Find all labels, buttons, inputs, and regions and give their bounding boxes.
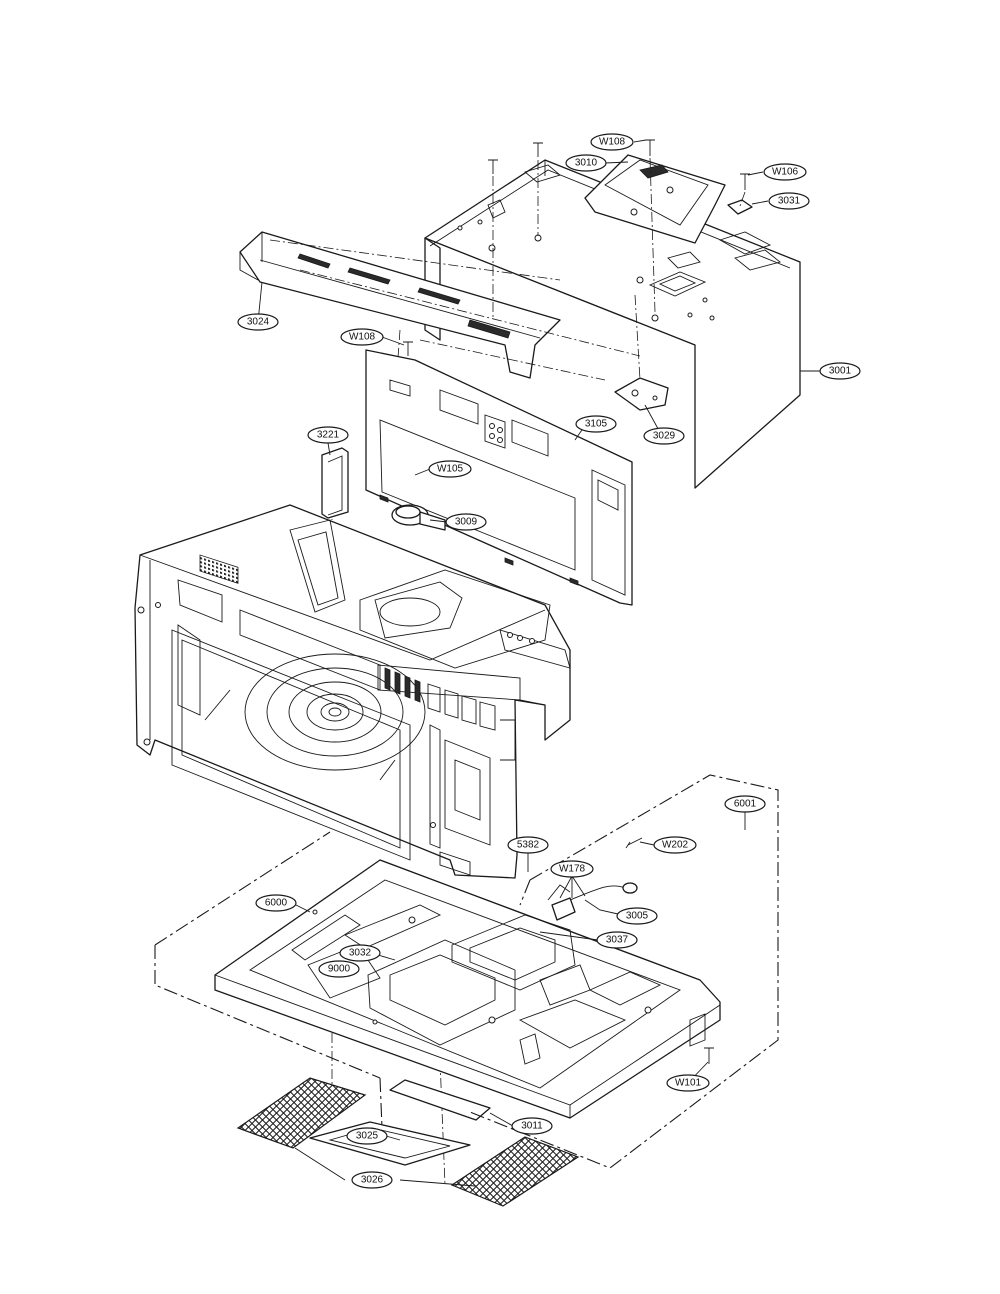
callout-w106: W106 bbox=[763, 163, 807, 181]
callout-3010: 3010 bbox=[565, 154, 607, 172]
callout-label: 3037 bbox=[606, 935, 629, 946]
base-plate-6000 bbox=[214, 859, 721, 1119]
callout-label: 3024 bbox=[247, 317, 270, 328]
callout-label: 3032 bbox=[349, 948, 372, 959]
callout-3011: 3011 bbox=[511, 1117, 553, 1135]
top-vent-3024 bbox=[239, 231, 561, 379]
callout-3037: 3037 bbox=[596, 931, 638, 949]
bracket-3031 bbox=[727, 199, 753, 215]
callout-w178: W178 bbox=[550, 860, 594, 878]
callout-label: 3001 bbox=[829, 366, 852, 377]
callout-label: 3025 bbox=[356, 1131, 379, 1142]
bracket-3029 bbox=[614, 377, 669, 411]
callout-label: 3010 bbox=[575, 158, 598, 169]
callout-label: 3005 bbox=[626, 911, 649, 922]
grease-filters-3026 bbox=[236, 1077, 580, 1207]
callout-label: W202 bbox=[662, 840, 689, 851]
callout-w108-mid: W108 bbox=[340, 328, 384, 346]
callout-label: 3011 bbox=[521, 1121, 543, 1132]
callout-label: W108 bbox=[349, 332, 376, 343]
callout-label: W108 bbox=[599, 137, 626, 148]
callout-label: 6000 bbox=[265, 898, 288, 909]
callout-label: W101 bbox=[675, 1078, 702, 1089]
callout-3032: 3032 bbox=[339, 944, 381, 962]
callout-3221: 3221 bbox=[307, 426, 349, 444]
callout-label: 9000 bbox=[328, 964, 351, 975]
callout-3025: 3025 bbox=[346, 1127, 388, 1145]
callout-w202: W202 bbox=[653, 836, 697, 854]
callout-w108-top: W108 bbox=[590, 133, 634, 151]
callout-w105: W105 bbox=[428, 460, 472, 478]
callout-3031: 3031 bbox=[768, 192, 810, 210]
main-cavity-chassis bbox=[134, 504, 571, 879]
callout-w101: W101 bbox=[666, 1074, 710, 1092]
callout-label: 5382 bbox=[517, 840, 540, 851]
callout-3026: 3026 bbox=[351, 1171, 393, 1189]
motor-3009 bbox=[391, 504, 446, 531]
callout-label: 3105 bbox=[585, 419, 608, 430]
callout-3024: 3024 bbox=[237, 313, 279, 331]
cover-plate-3010 bbox=[584, 154, 726, 244]
callout-3105: 3105 bbox=[575, 415, 617, 433]
callout-label: 3031 bbox=[778, 196, 801, 207]
callout-6001: 6001 bbox=[724, 795, 766, 813]
callout-9000: 9000 bbox=[318, 960, 360, 978]
callout-label: 3221 bbox=[317, 430, 340, 441]
callout-label: W178 bbox=[559, 864, 586, 875]
callout-5382: 5382 bbox=[507, 836, 549, 854]
kit-boundaries bbox=[154, 774, 779, 1169]
callout-label: 6001 bbox=[734, 799, 757, 810]
callout-3005: 3005 bbox=[616, 907, 658, 925]
callout-label: 3009 bbox=[455, 517, 478, 528]
damper-3221 bbox=[321, 447, 349, 519]
callout-label: 3029 bbox=[653, 431, 676, 442]
callout-6000: 6000 bbox=[255, 894, 297, 912]
fuse-assembly-3005 bbox=[547, 882, 638, 921]
callout-3029: 3029 bbox=[643, 427, 685, 445]
callout-label: W106 bbox=[772, 167, 799, 178]
callout-3001: 3001 bbox=[819, 362, 861, 380]
callout-3009: 3009 bbox=[445, 513, 487, 531]
callout-label: W105 bbox=[437, 464, 464, 475]
callout-label: 3026 bbox=[361, 1175, 384, 1186]
inner-panel-3105 bbox=[365, 349, 633, 606]
